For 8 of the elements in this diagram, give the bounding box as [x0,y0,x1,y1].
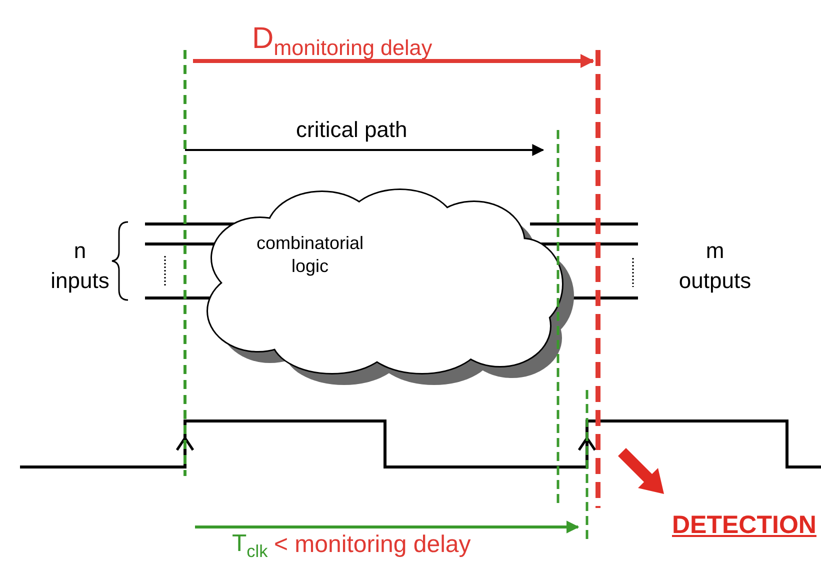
signal-group-label: n inputs [50,237,110,295]
node-label: combinatorial logic [255,232,365,278]
dimension-label: T$_{clk}$ [232,531,268,561]
dimension-label: < monitoring delay [274,532,471,558]
dimension-label: critical path [296,118,408,142]
signal-group-label: m outputs [678,237,752,295]
dimension-label: D$_{monitoring delay}$ [252,22,432,60]
detection-label: DETECTION [672,512,816,540]
